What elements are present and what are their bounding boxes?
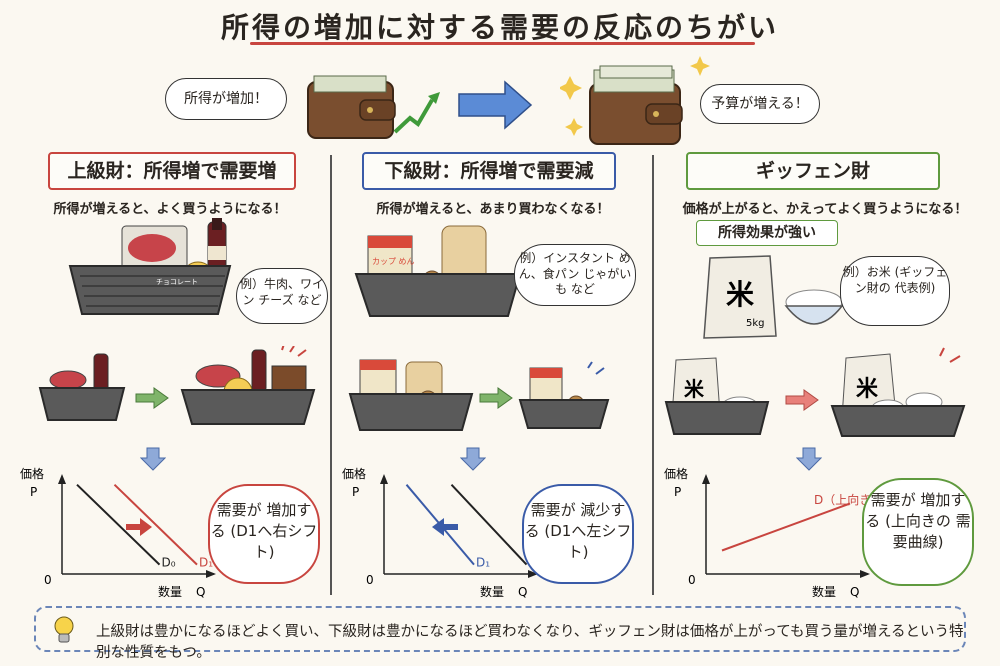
rice-char: 米	[856, 377, 879, 402]
shift-arrow-icon	[785, 389, 819, 411]
inferior-subtitle: 所得が増えると、あまり買わなくなる！	[376, 202, 610, 217]
arrow-right-icon	[458, 80, 533, 130]
shift-arrow-icon	[135, 387, 169, 409]
wallet-after-illustration	[560, 65, 683, 145]
chocolate-label: チョコレート	[156, 278, 198, 286]
y-axis-p: P	[30, 485, 37, 499]
rice-char: 米	[726, 278, 754, 311]
panel-divider-1	[330, 155, 332, 595]
inferior-result-cloud: 需要が 減少する (D1へ左シフト)	[522, 484, 634, 584]
upward-curve-label: D（上向き）	[814, 492, 872, 507]
x-axis-q: Q	[850, 585, 859, 599]
shift-arrow-icon	[479, 387, 513, 409]
lightbulb-icon	[54, 616, 74, 643]
x-axis-q: Q	[518, 585, 527, 599]
rice-char: 米	[684, 377, 705, 401]
inferior-basket-large: カップ めん	[354, 225, 522, 317]
giffen-result-cloud: 需要が 増加する (上向きの 需要曲線)	[862, 478, 974, 586]
y-axis-p: P	[674, 485, 681, 499]
demand-curve-line	[450, 484, 528, 566]
giffen-heading: ギッフェン財	[686, 152, 940, 190]
sparkle-icon	[690, 56, 710, 76]
superior-heading: 上級財：所得増で需要増	[48, 152, 296, 190]
rice-bag-illustration: 米 5kg	[703, 255, 844, 339]
origin-label: 0	[44, 573, 52, 587]
down-arrow-icon	[796, 447, 822, 471]
page-title: 所得の増加に対する需要の反応のちがい	[220, 11, 779, 44]
wallet-before-illustration	[307, 75, 440, 139]
summary-box: 上級財は豊かになるほどよく買い、下級財は豊かになるほど買わなくなり、ギッフェン財…	[34, 606, 966, 661]
superior-basket-after	[180, 346, 316, 425]
giffen-basket-small: 米	[664, 357, 770, 435]
y-axis-p: P	[352, 485, 359, 499]
y-axis-label: 価格	[342, 466, 366, 481]
inferior-basket-after	[518, 361, 610, 429]
x-axis-label: 数量	[480, 584, 504, 599]
superior-basket-small	[38, 353, 126, 421]
income-increase-bubble: 所得が増加！	[165, 78, 287, 120]
y-axis-label: 価格	[664, 466, 688, 481]
demand-curve-line	[113, 483, 198, 566]
x-axis-label: 数量	[158, 584, 182, 599]
x-axis-label: 数量	[812, 584, 836, 599]
demand-curve-label: D₁	[476, 556, 490, 570]
giffen-demand-chart: 価格 P 0 数量 Q D（上向き）	[664, 466, 872, 599]
down-arrow-icon	[140, 447, 166, 471]
title-underline	[250, 42, 755, 45]
budget-increase-bubble: 予算が増える！	[700, 84, 820, 124]
inferior-example-bubble: 例）インスタント めん、食パン じゃがいも など	[514, 244, 636, 306]
giffen-example-bubble: 例）お米 (ギッフェン財の 代表例)	[840, 256, 950, 326]
superior-basket-large: チョコレート	[68, 218, 232, 315]
superior-demand-chart: 価格 P 0 数量 Q D₀ D₁	[20, 466, 216, 599]
origin-label: 0	[366, 573, 374, 587]
income-effect-badge: 所得効果が強い	[696, 220, 838, 246]
panel-divider-2	[652, 155, 654, 595]
cup-noodle-label: カップ めん	[372, 257, 415, 266]
x-axis-q: Q	[196, 585, 205, 599]
summary-text: 上級財は豊かになるほどよく買い、下級財は豊かになるほど買わなくなり、ギッフェン財…	[96, 624, 964, 661]
demand-curve-line	[721, 502, 851, 552]
shift-right-arrow	[126, 518, 152, 536]
superior-example-bubble: 例）牛肉、ワイン チーズ など	[236, 268, 328, 324]
y-axis-label: 価格	[20, 466, 44, 481]
superior-subtitle: 所得が増えると、よく買うようになる！	[53, 202, 287, 217]
demand-curve-label: D₀	[162, 556, 176, 570]
inferior-heading: 下級財：所得増で需要減	[362, 152, 616, 190]
down-arrow-icon	[460, 447, 486, 471]
shift-left-arrow	[432, 518, 458, 536]
giffen-basket-after: 米	[830, 347, 966, 437]
demand-curve-label: D₁	[199, 556, 213, 570]
origin-label: 0	[688, 573, 696, 587]
inferior-basket-small	[348, 359, 474, 431]
rice-weight: 5kg	[746, 318, 765, 329]
demand-curve-line	[76, 483, 161, 566]
giffen-subtitle: 価格が上がると、かえってよく買うようになる！	[682, 202, 968, 217]
superior-result-cloud: 需要が 増加する (D1へ右シフト)	[208, 484, 320, 584]
